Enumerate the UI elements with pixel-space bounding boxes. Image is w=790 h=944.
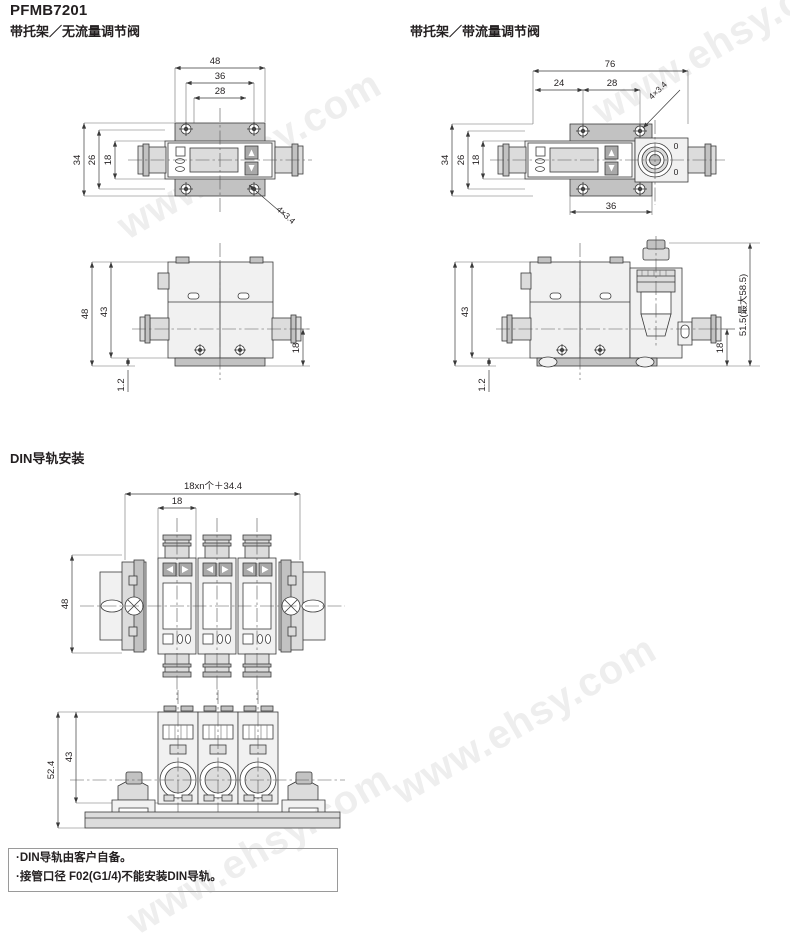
note-item: ·接管口径 F02(G1/4)不能安装DIN导轨。	[16, 871, 222, 883]
din-side-unit	[157, 690, 199, 825]
dim-top-left-34: 34	[72, 155, 83, 166]
section-title-bracket-no-valve: 带托架／无流量调节阀	[10, 24, 141, 39]
dim-bottom-right-1_2: 1.2	[477, 378, 488, 391]
dim-top-right-28: 28	[607, 78, 618, 89]
view-bottom-right: 43 1.2	[452, 236, 760, 392]
section-title-din-rail: DIN导轨安装	[10, 451, 85, 466]
note-item: ·DIN导轨由客户自备。	[16, 852, 132, 864]
dim-din-side-43: 43	[64, 752, 75, 763]
dim-din-side-52_4: 52.4	[46, 761, 57, 780]
din-rail-clip	[281, 771, 326, 827]
dim-bottom-left-43: 43	[99, 307, 110, 318]
view-bottom-left: 48 43 1.2 18	[80, 243, 310, 392]
dim-top-right-24: 24	[554, 78, 565, 89]
view-din-side: 52.4 43	[46, 690, 345, 829]
dim-top-left-26: 26	[87, 155, 98, 166]
din-side-unit	[197, 690, 239, 825]
dim-top-left-48: 48	[210, 56, 221, 67]
dim-top-left-18: 18	[103, 155, 114, 166]
dim-din-pitch: 18	[172, 496, 183, 507]
callout-top-left-hole: 4×3.4	[275, 204, 298, 226]
valve-mark-bottom: 0	[674, 167, 679, 177]
dim-bottom-left-18: 18	[291, 343, 302, 354]
technical-drawing-canvas: .ln{stroke:#3a3a3a;stroke-width:.8;fill:…	[46, 56, 760, 829]
dim-din-height: 48	[60, 599, 71, 610]
dim-top-right-18: 18	[471, 155, 482, 166]
dim-bottom-left-48: 48	[80, 309, 91, 320]
dim-top-left-28: 28	[215, 86, 226, 97]
dim-top-left-36: 36	[215, 71, 226, 82]
dim-bottom-left-1_2: 1.2	[116, 378, 127, 391]
dim-bottom-right-18: 18	[715, 343, 726, 354]
view-din-front: 18xn个＋34.4 18 48	[60, 481, 345, 700]
dim-din-total-width: 18xn个＋34.4	[184, 481, 242, 492]
page-title: PFMB7201	[10, 2, 88, 19]
din-unit	[157, 518, 197, 700]
view-top-right: 76 24 28 34 26 18	[440, 59, 725, 215]
dim-top-right-34: 34	[440, 155, 451, 166]
dim-bottom-right-overall: 51.5(最大58.5)	[737, 274, 749, 336]
din-unit	[237, 518, 277, 700]
dim-top-right-76: 76	[605, 59, 616, 70]
din-side-unit	[237, 690, 279, 825]
din-rail-clip	[111, 771, 156, 827]
view-top-left: 48 36 28 34 26 18	[72, 56, 312, 226]
section-title-bracket-with-valve: 带托架／带流量调节阀	[410, 24, 541, 39]
callout-top-right-hole: 4×3.4	[646, 79, 669, 101]
din-unit	[197, 518, 237, 700]
notes-box: ·DIN导轨由客户自备。 ·接管口径 F02(G1/4)不能安装DIN导轨。	[8, 848, 338, 892]
dim-top-right-36: 36	[606, 201, 617, 212]
dim-bottom-right-43: 43	[460, 307, 471, 318]
dim-top-right-26: 26	[456, 155, 467, 166]
valve-mark-top: 0	[674, 141, 679, 151]
